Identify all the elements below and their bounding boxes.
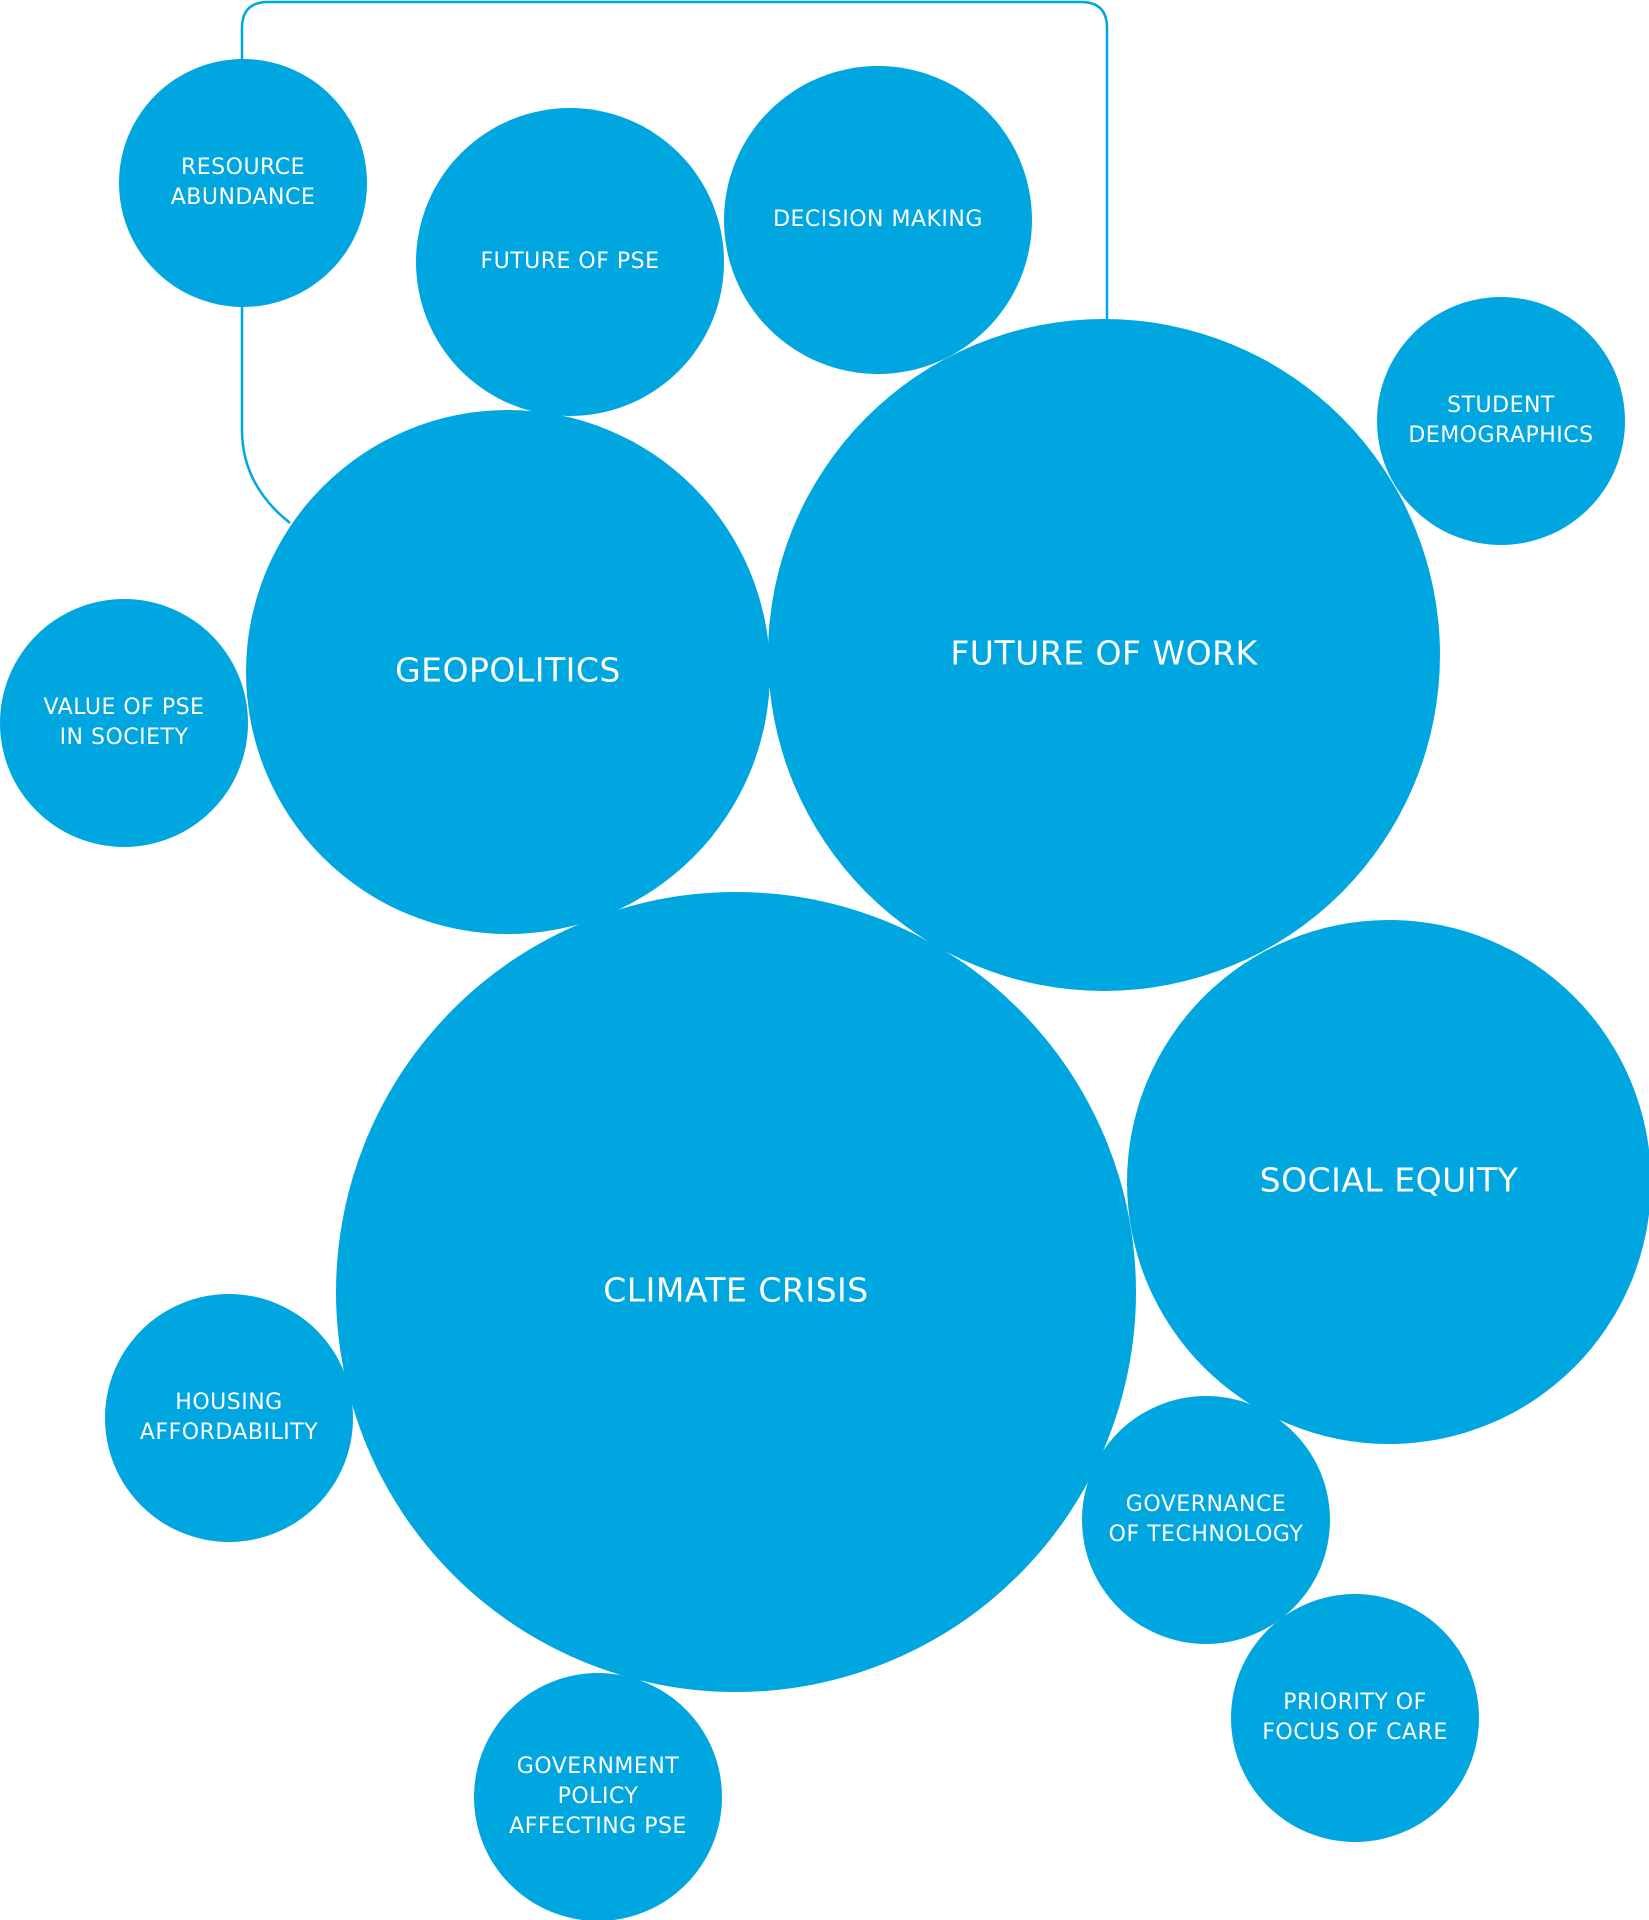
bubble-decision-making: DECISION MAKING (724, 66, 1032, 374)
bubble-governance-of-technology: GOVERNANCE OF TECHNOLOGY (1082, 1396, 1330, 1644)
bubble-label: IN SOCIETY (60, 725, 189, 750)
bubble-future-of-work: FUTURE OF WORK (768, 319, 1440, 991)
bubble-label: HOUSING (175, 1390, 282, 1415)
bubble-government-policy: GOVERNMENT POLICY AFFECTING PSE (474, 1673, 722, 1920)
bubble-label: PRIORITY OF (1283, 1690, 1426, 1715)
bubble-circle (416, 108, 724, 416)
bubble-future-of-pse: FUTURE OF PSE (416, 108, 724, 416)
bubble-label: RESOURCE (181, 155, 305, 180)
bubble-housing-affordability: HOUSING AFFORDABILITY (105, 1294, 353, 1542)
bubble-circle (768, 319, 1440, 991)
bubble-label: AFFORDABILITY (140, 1420, 318, 1445)
bubble-circle (336, 892, 1136, 1692)
bubble-label: DECISION MAKING (773, 207, 983, 232)
bubble-label: CLIMATE CRISIS (603, 1271, 868, 1310)
bubble-label: FUTURE OF WORK (950, 634, 1258, 673)
bubble-climate-crisis: CLIMATE CRISIS (336, 892, 1136, 1692)
bubble-circle (1377, 297, 1625, 545)
bubble-label: FOCUS OF CARE (1262, 1720, 1447, 1745)
bubble-label: POLICY (558, 1784, 639, 1809)
bubble-label: GOVERNMENT (517, 1754, 680, 1779)
bubble-label: SOCIAL EQUITY (1260, 1161, 1519, 1200)
bubble-label: OF TECHNOLOGY (1109, 1522, 1304, 1547)
bubble-circle (724, 66, 1032, 374)
bubble-label: AFFECTING PSE (509, 1814, 687, 1839)
bubble-label: ABUNDANCE (171, 185, 316, 210)
bubble-social-equity: SOCIAL EQUITY (1127, 920, 1649, 1444)
bubble-circle (1231, 1594, 1479, 1842)
bubble-circle (1127, 920, 1649, 1444)
bubble-circle (474, 1673, 722, 1920)
bubble-priority-of-focus: PRIORITY OF FOCUS OF CARE (1231, 1594, 1479, 1842)
bubble-circle (0, 599, 248, 847)
bubble-student-demographics: STUDENT DEMOGRAPHICS (1377, 297, 1625, 545)
bubble-value-of-pse: VALUE OF PSE IN SOCIETY (0, 599, 248, 847)
bubble-label: GEOPOLITICS (395, 651, 621, 690)
bubble-label: STUDENT (1447, 393, 1555, 418)
bubble-label: DEMOGRAPHICS (1408, 423, 1593, 448)
bubble-circle (119, 59, 367, 307)
bubble-resource-abundance: RESOURCE ABUNDANCE (119, 59, 367, 307)
bubble-label: VALUE OF PSE (44, 695, 205, 720)
bubble-circle (246, 410, 770, 934)
grouping-bracket (240, 0, 1109, 524)
bubble-circle (105, 1294, 353, 1542)
bubble-label: FUTURE OF PSE (480, 249, 659, 274)
bubble-geopolitics: GEOPOLITICS (246, 410, 770, 934)
bubble-label: GOVERNANCE (1126, 1492, 1286, 1517)
bubble-circle (1082, 1396, 1330, 1644)
